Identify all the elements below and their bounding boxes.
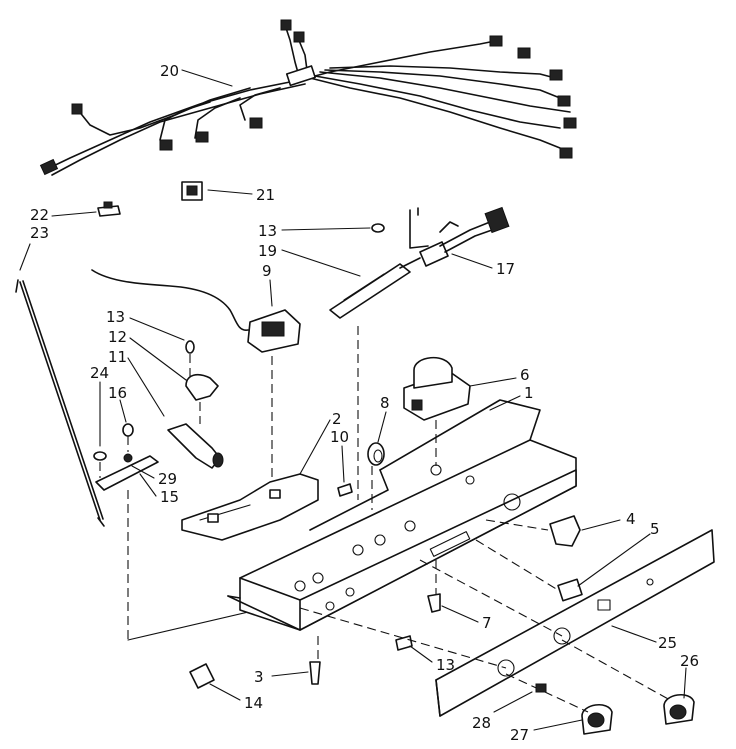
rod-clip — [97, 201, 121, 217]
callout-21: 21 — [256, 186, 275, 204]
control-panel — [299, 529, 715, 717]
callout-24: 24 — [90, 364, 109, 382]
callout-13-top: 13 — [258, 222, 277, 240]
callout-4: 4 — [626, 510, 636, 528]
callout-19: 19 — [258, 242, 277, 260]
light-switch-5 — [475, 539, 583, 602]
callout-6: 6 — [520, 366, 530, 384]
callout-29: 29 — [158, 470, 177, 488]
callout-7: 7 — [482, 614, 492, 632]
callout-26: 26 — [680, 652, 699, 670]
callout-2: 2 — [332, 410, 342, 428]
clip-14 — [189, 663, 215, 689]
callout-3: 3 — [254, 668, 264, 686]
callout-15: 15 — [160, 488, 179, 506]
left-bracket — [181, 473, 319, 541]
screw-3 — [309, 636, 321, 685]
grommet — [367, 442, 385, 466]
knob-27 — [505, 673, 613, 735]
callout-28: 28 — [472, 714, 491, 732]
callout-16: 16 — [108, 384, 127, 402]
callout-20: 20 — [160, 62, 179, 80]
callout-17: 17 — [496, 260, 515, 278]
callout-1: 1 — [524, 384, 534, 402]
screw-7 — [427, 593, 441, 613]
damper-control — [91, 269, 301, 490]
leader-lines — [19, 69, 687, 731]
switch-4 — [485, 515, 581, 547]
callout-8: 8 — [380, 394, 390, 412]
callout-22: 22 — [30, 206, 49, 224]
screw-13-lower — [395, 635, 413, 651]
control-knob-parts — [93, 340, 301, 641]
callout-13-left: 13 — [106, 308, 125, 326]
callout-27: 27 — [510, 726, 529, 744]
wire-clip — [181, 181, 203, 201]
knob-26 — [561, 639, 695, 725]
screw-10 — [337, 483, 353, 497]
part-28 — [535, 683, 547, 693]
callout-25: 25 — [658, 634, 677, 652]
callout-12: 12 — [108, 328, 127, 346]
callout-11: 11 — [108, 348, 127, 366]
sensor-assembly — [329, 206, 510, 500]
callout-9: 9 — [262, 262, 272, 280]
wire-harness — [39, 19, 577, 176]
damper-rod — [15, 279, 105, 527]
defrost-timer — [403, 356, 471, 421]
callout-labels: 20 21 22 23 13 19 9 17 13 12 11 24 16 6 … — [30, 62, 699, 744]
callout-5: 5 — [650, 520, 660, 538]
callout-13-lower: 13 — [436, 656, 455, 674]
callout-14: 14 — [244, 694, 263, 712]
control-housing — [227, 399, 577, 631]
callout-23: 23 — [30, 224, 49, 242]
callout-10: 10 — [330, 428, 349, 446]
